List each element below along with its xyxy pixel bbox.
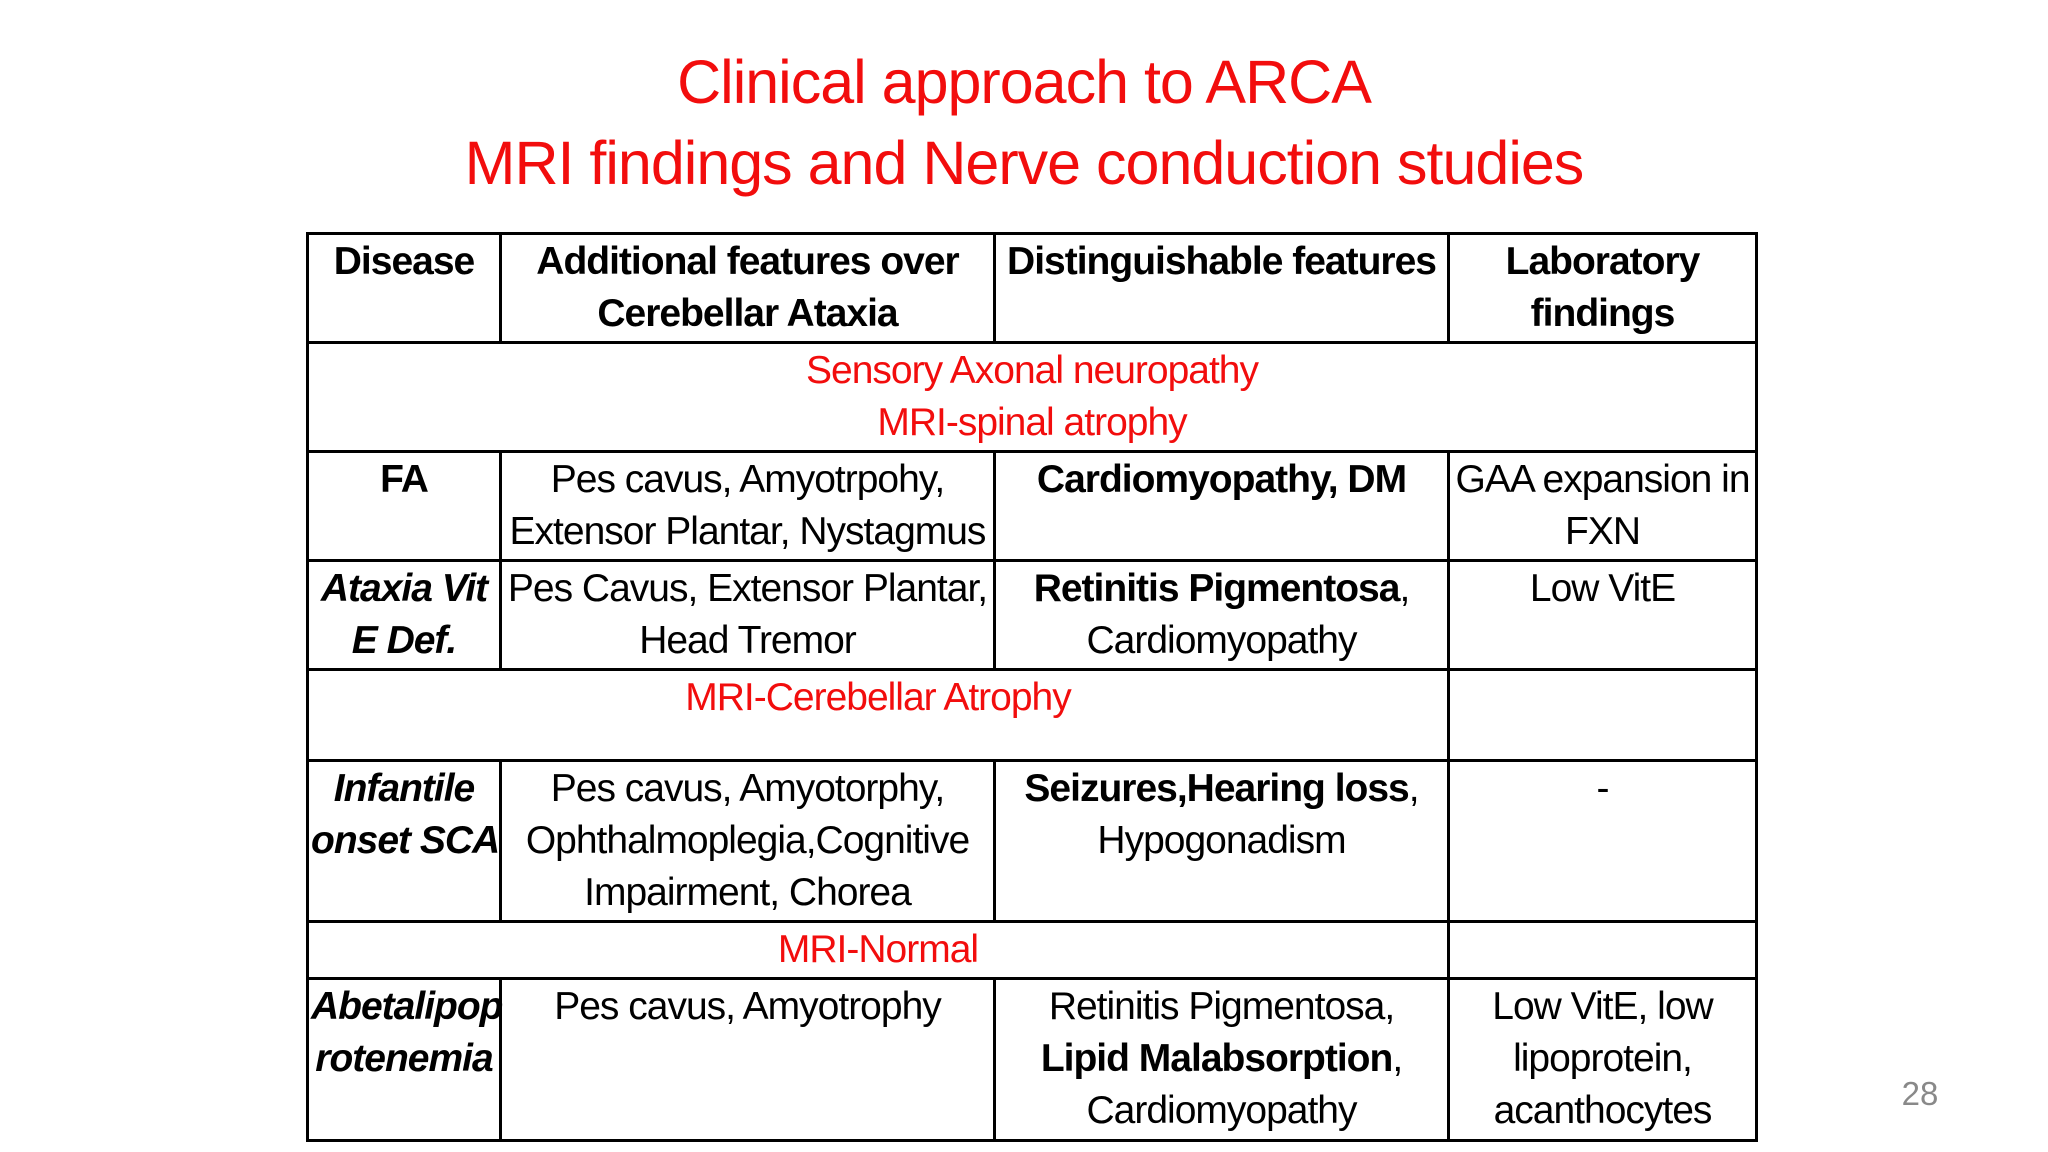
- section-header-cell: Sensory Axonal neuropathy MRI-spinal atr…: [306, 341, 1758, 453]
- column-header: Additional features over Cerebellar Atax…: [499, 232, 996, 344]
- cell-text: Lipid Malabsorption: [1040, 1037, 1393, 1080]
- cell-text: Pes cavus, Amyotrpohy, Extensor Plantar,…: [509, 458, 987, 553]
- table-cell: Ataxia Vit E Def.: [306, 559, 502, 671]
- slide-title-line2: MRI findings and Nerve conduction studie…: [464, 129, 1585, 197]
- table-cell: Low VitE, low lipoprotein, acanthocytes: [1447, 977, 1758, 1142]
- cell-text: Pes cavus, Amyotrophy: [554, 985, 942, 1028]
- table-cell: Pes cavus, Amyotorphy, Ophthalmoplegia,C…: [499, 759, 996, 923]
- table-cell: Pes Cavus, Extensor Plantar, Head Tremor: [499, 559, 996, 671]
- column-header: Distinguishable features: [993, 232, 1450, 344]
- slide-title: Clinical approach to ARCA MRI findings a…: [0, 42, 2048, 204]
- table-cell: Retinitis Pigmentosa, Cardiomyopathy: [993, 559, 1450, 671]
- cell-text: Pes Cavus, Extensor Plantar, Head Tremor: [507, 567, 988, 662]
- table-cell: Pes cavus, Amyotrophy: [499, 977, 996, 1142]
- cell-text: Retinitis Pigmentosa: [1033, 567, 1401, 610]
- section-row: MRI-Normal: [306, 920, 1758, 980]
- table-cell: Seizures,Hearing loss, Hypogonadism: [993, 759, 1450, 923]
- table-cell: Abetalipop rotenemia: [306, 977, 503, 1142]
- cell-text: , Cardiomyopathy: [1086, 1037, 1404, 1132]
- table-cell: Pes cavus, Amyotrpohy, Extensor Plantar,…: [499, 450, 996, 562]
- section-row: MRI-Cerebellar Atrophy: [306, 668, 1758, 762]
- cell-text: Pes cavus, Amyotorphy, Ophthalmoplegia,C…: [525, 767, 970, 914]
- column-header: Disease: [306, 232, 502, 344]
- section-header-cell: MRI-Cerebellar Atrophy: [306, 668, 1450, 762]
- cell-text: Seizures,Hearing loss: [1024, 767, 1409, 810]
- slide-title-line1: Clinical approach to ARCA: [677, 48, 1372, 116]
- cell-text: Cardiomyopathy, DM: [1036, 458, 1407, 501]
- cell-text: Low VitE: [1529, 567, 1676, 610]
- empty-cell: [1447, 668, 1758, 762]
- page-number: 28: [1901, 1075, 1939, 1112]
- table-cell: FA: [306, 450, 502, 562]
- column-header: Laboratory findings: [1447, 232, 1758, 344]
- table-cell: Retinitis Pigmentosa, Lipid Malabsorptio…: [993, 977, 1450, 1142]
- cell-text: FA: [380, 458, 429, 501]
- cell-text: GAA expansion in FXN: [1455, 458, 1750, 553]
- table-cell: -: [1447, 759, 1758, 923]
- cell-text: -: [1596, 767, 1610, 810]
- table-row: Infantile onset SCA Pes cavus, Amyotorphy…: [306, 759, 1758, 923]
- cell-text: , Hypogonadism: [1097, 767, 1419, 862]
- table-row: Ataxia Vit E Def.Pes Cavus, Extensor Pla…: [306, 559, 1758, 671]
- cell-text: Retinitis Pigmentosa,: [1048, 985, 1395, 1028]
- cell-text: , Cardiomyopathy: [1086, 567, 1411, 662]
- cell-text: Abetalipop rotenemia: [311, 985, 503, 1080]
- table-cell: Infantile onset SCA: [306, 759, 502, 923]
- cell-text: Low VitE, low lipoprotein, acanthocytes: [1492, 985, 1713, 1132]
- empty-cell: [1447, 920, 1758, 980]
- table-row: Abetalipop rotenemia Pes cavus, Amyotroph…: [306, 977, 1758, 1142]
- table-cell: Cardiomyopathy, DM: [993, 450, 1450, 562]
- cell-text: Ataxia Vit E Def.: [320, 567, 488, 662]
- section-header-cell: MRI-Normal: [306, 920, 1450, 980]
- table-cell: Low VitE: [1447, 559, 1758, 671]
- table-cell: GAA expansion in FXN: [1447, 450, 1758, 562]
- table-row: FA Pes cavus, Amyotrpohy, Extensor Planta…: [306, 450, 1758, 562]
- cell-text: Infantile onset SCA: [311, 767, 500, 862]
- section-row: Sensory Axonal neuropathy MRI-spinal atr…: [306, 341, 1758, 453]
